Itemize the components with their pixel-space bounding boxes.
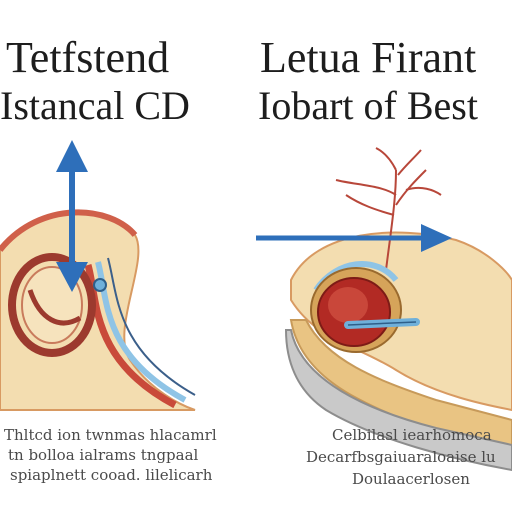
left-vessel-red [84, 264, 177, 409]
right-nerve-branches [335, 147, 442, 271]
left-caption-line-2: tn bolloa ialrams tngpaal [8, 446, 199, 464]
left-caption-line-3: spiaplnett cooad. lilelicarh [10, 466, 213, 484]
right-caption-line-2: Decarfbsgaiuaraloaise lu [306, 448, 496, 466]
left-title-line-1: Tetfstend [6, 33, 170, 82]
left-vessel-outline [107, 257, 196, 396]
right-caption-line-1: Celbilasl iearhomoca [332, 426, 492, 444]
left-panel: Tetfstend Istancal CD Thltcd ion twnmas … [0, 33, 217, 484]
left-anatomy-illustration [0, 140, 196, 411]
left-loop [8, 253, 96, 357]
left-title-line-2: Istancal CD [0, 83, 190, 128]
right-horizontal-arrow [256, 224, 452, 252]
right-title-line-1: Letua Firant [260, 33, 477, 82]
left-vessel-blue [95, 261, 187, 403]
right-caption-line-3: Doulaacerlosen [352, 470, 470, 488]
left-caption-line-1: Thltcd ion twnmas hlacamrl [4, 426, 217, 444]
right-anatomy-illustration [256, 147, 512, 472]
right-title-line-2: Iobart of Best [258, 83, 478, 128]
right-bundle-gray [284, 329, 512, 472]
left-node [93, 278, 107, 292]
right-panel: Letua Firant Iobart of Best Celbilasl ie… [256, 0, 512, 512]
left-vertical-arrow [56, 140, 88, 292]
